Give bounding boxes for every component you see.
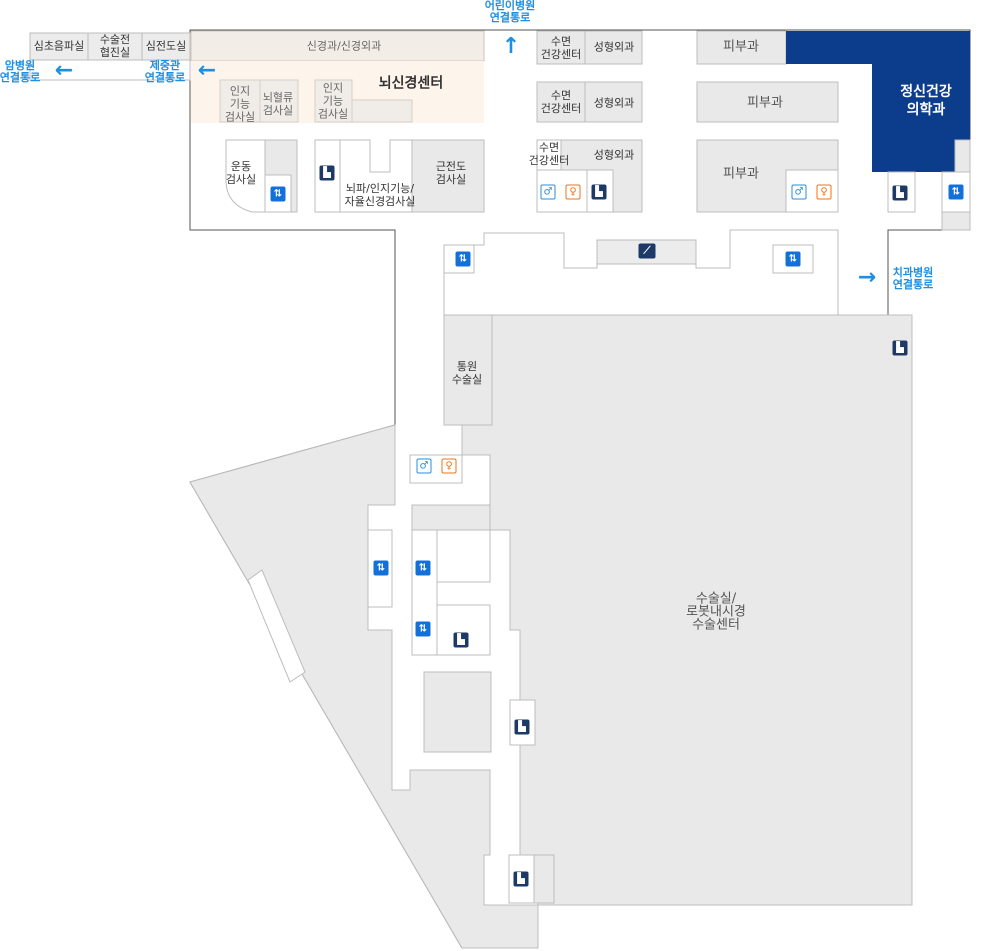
label-emg: 근전도 검사실 xyxy=(435,160,467,186)
elevator-connector-west xyxy=(443,244,475,274)
south-west-block xyxy=(189,424,539,949)
room-eeg xyxy=(339,139,413,213)
room-cerebral-flow xyxy=(259,79,299,123)
label-jejung-connection[interactable]: 제중관 연결통로 xyxy=(144,59,186,84)
west-corridor xyxy=(29,59,191,81)
neuro-zone xyxy=(190,30,485,123)
psychiatry-top xyxy=(786,31,970,64)
west-strip xyxy=(29,32,191,81)
room-south-a xyxy=(411,504,491,531)
label-echocardiography: 심초음파실 xyxy=(33,39,85,53)
south-wing xyxy=(189,314,913,949)
elevator-icon: ⇅ xyxy=(270,186,286,202)
elevator-icon: ⇅ xyxy=(415,621,431,637)
male-restroom-icon: ♂ xyxy=(540,184,556,200)
label-derm-2: 피부과 xyxy=(747,95,783,111)
elevator-icon: ⇅ xyxy=(373,560,389,576)
label-cancer-hospital-connection[interactable]: 암병원 연결통로 xyxy=(0,59,41,84)
stairs-icon: ▙ xyxy=(319,165,335,181)
room-ecg xyxy=(141,32,191,61)
label-cognitive-1: 인지 기능 검사실 xyxy=(224,84,256,124)
center-rooms xyxy=(536,30,839,213)
room-day-surgery xyxy=(443,314,493,426)
room-operating xyxy=(461,314,913,906)
label-dental-hospital-connection[interactable]: 치과병원 연결통로 xyxy=(892,266,934,291)
room-neurology xyxy=(190,30,485,62)
room-south-c xyxy=(423,671,492,753)
label-eeg-autonomic: 뇌파/인지기능/ 자율신경검사실 xyxy=(344,182,416,208)
stairs-icon: ▙ xyxy=(513,871,529,887)
elevator-icon: ⇅ xyxy=(948,184,964,200)
label-children-hospital-connection[interactable]: 어린이병원 연결통로 xyxy=(484,0,536,24)
psychiatry-zone xyxy=(786,31,971,231)
arrow-left-icon: ← xyxy=(54,58,74,83)
stairs-icon: ▙ xyxy=(514,719,530,735)
arrow-right-icon: → xyxy=(857,265,877,290)
escalator-icon: ⟋ xyxy=(638,243,656,259)
label-surgery-consult: 수술전 협진실 xyxy=(99,33,131,59)
label-plastic-3: 성형외과 xyxy=(593,148,635,162)
female-restroom-icon: ♀ xyxy=(565,184,581,200)
arrow-up-icon: ↑ xyxy=(501,34,521,59)
label-ecg: 심전도실 xyxy=(145,39,187,53)
stairs-icon: ▙ xyxy=(892,340,908,356)
room-derm-2 xyxy=(696,81,839,123)
south-west-notch xyxy=(247,569,306,683)
label-derm-3: 피부과 xyxy=(723,166,759,182)
label-plastic-1: 성형외과 xyxy=(593,40,635,54)
label-sleep-2: 수면 건강센터 xyxy=(540,89,582,115)
room-derm-1 xyxy=(696,30,787,65)
male-restroom-icon: ♂ xyxy=(791,184,807,200)
label-exercise-test: 운동 검사실 xyxy=(225,160,257,186)
stairs-south xyxy=(436,604,491,656)
label-cognitive-2: 인지 기능 검사실 xyxy=(317,81,349,121)
east-service xyxy=(941,211,971,231)
stairs-icon: ▙ xyxy=(892,185,908,201)
label-derm-1: 피부과 xyxy=(723,39,759,55)
stairs-icon: ▙ xyxy=(591,184,607,200)
label-sleep-3: 수면 건강센터 xyxy=(528,141,570,167)
psychiatry-main xyxy=(872,64,970,172)
room-cognitive-2 xyxy=(314,79,353,123)
room-south-b xyxy=(436,529,491,583)
female-restroom-icon: ♀ xyxy=(441,458,457,474)
room-emg xyxy=(411,139,485,213)
female-restroom-icon: ♀ xyxy=(816,184,832,200)
arrow-left-icon: ← xyxy=(197,58,217,83)
label-psychiatry[interactable]: 정신건강 의학과 xyxy=(900,84,952,118)
room-exercise-test xyxy=(225,139,266,213)
male-restroom-icon: ♂ xyxy=(416,458,432,474)
label-plastic-2: 성형외과 xyxy=(593,96,635,110)
room-sleep-1 xyxy=(536,30,586,65)
stairs-icon: ▙ xyxy=(453,632,469,648)
room-sleep-2 xyxy=(536,81,586,123)
room-south-bottom xyxy=(533,854,555,904)
room-plastic-1 xyxy=(584,30,643,65)
elevator-icon: ⇅ xyxy=(785,251,801,267)
label-sleep-1: 수면 건강센터 xyxy=(540,35,582,61)
label-neurology: 신경과/신경외과 xyxy=(306,39,382,53)
elevator-icon: ⇅ xyxy=(455,251,471,267)
room-neuro-small xyxy=(351,99,413,123)
elevator-icon: ⇅ xyxy=(415,560,431,576)
label-day-surgery: 통원 수술실 xyxy=(451,360,483,386)
label-neuro-center: 뇌신경센터 xyxy=(378,75,444,92)
label-operating: 수술실/ 로봇내시경 수술센터 xyxy=(686,591,746,633)
room-surgery-consult xyxy=(87,32,143,61)
room-plastic-2 xyxy=(584,81,643,123)
label-cerebral-flow: 뇌혈류 검사실 xyxy=(262,91,294,117)
